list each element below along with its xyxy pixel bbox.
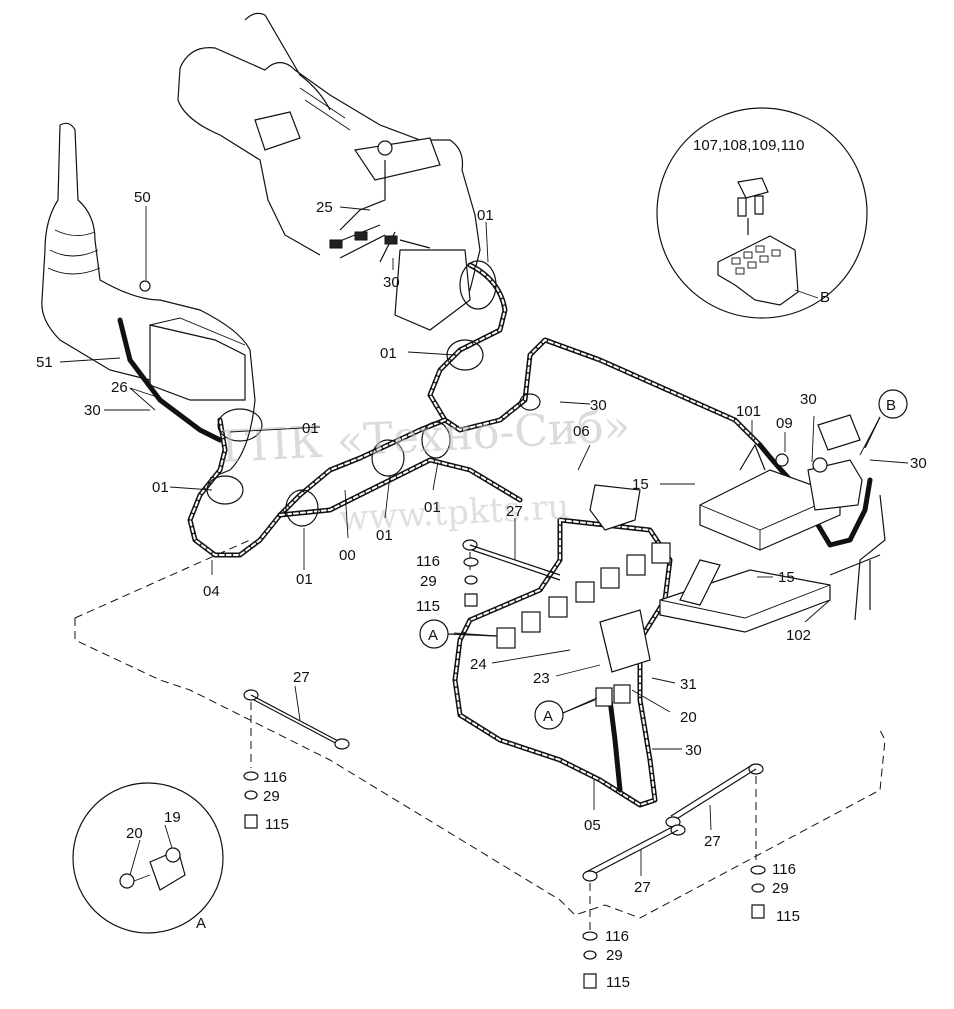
callout-51: 51 [36, 354, 53, 371]
callout-29-c: 29 [772, 880, 789, 897]
callout-27-a: 27 [506, 503, 523, 520]
ground-strap-27-bottom [582, 824, 686, 930]
callout-50: 50 [134, 189, 151, 206]
callout-01-c: 01 [302, 420, 319, 437]
hardware-set-right [750, 865, 766, 919]
callout-15-a: 15 [632, 476, 649, 493]
callout-30-b: 30 [84, 402, 101, 419]
callout-30-f: 30 [685, 742, 702, 759]
left-console [41, 122, 256, 479]
callout-101: 101 [736, 403, 761, 420]
callout-27-b: 27 [293, 669, 310, 686]
watermark-line-1: ГПК «Техно-Сиб» [220, 401, 632, 473]
callout-30-e: 30 [910, 455, 927, 472]
relay-bank [496, 542, 671, 649]
callout-116-d: 116 [605, 928, 629, 945]
callout-01-a: 01 [477, 207, 494, 224]
callout-04: 04 [203, 583, 220, 600]
cab-frame [829, 494, 886, 621]
callout-107-110: 107,108,109,110 [693, 137, 805, 154]
callout-19: 19 [164, 809, 181, 826]
callout-06: 06 [573, 423, 590, 440]
callout-116-a: 116 [416, 553, 440, 570]
callout-30-c: 30 [590, 397, 607, 414]
controller-102 [659, 559, 831, 633]
hardware-set-bottom [582, 931, 598, 989]
callout-116-c: 116 [772, 861, 796, 878]
callout-102: 102 [786, 627, 811, 644]
callout-29-b: 29 [263, 788, 280, 805]
ground-strap-27-upper [462, 539, 561, 581]
callout-27-c: 27 [704, 833, 721, 850]
marker-A-circle-2: A [543, 708, 553, 725]
callout-01-g: 01 [296, 571, 313, 588]
callout-24: 24 [470, 656, 487, 673]
controller-101 [699, 443, 841, 551]
callout-labels: 107,108,109,110 25 01 30 50 51 01 26 30 … [36, 137, 927, 991]
watermark-line-2: www.tpkts.ru [338, 487, 570, 539]
callout-01-b: 01 [380, 345, 397, 362]
hardware-set-left [243, 771, 259, 829]
callout-20-b: 20 [126, 825, 143, 842]
callout-25: 25 [316, 199, 333, 216]
callout-20-a: 20 [680, 709, 697, 726]
callout-30-a: 30 [383, 274, 400, 291]
callout-115-d: 115 [606, 974, 630, 991]
callout-115-b: 115 [265, 816, 289, 833]
marker-B-circle: B [886, 397, 896, 414]
callout-29-d: 29 [606, 947, 623, 964]
callout-26: 26 [111, 379, 128, 396]
fuse-box-B [775, 414, 863, 511]
callout-29-a: 29 [420, 573, 437, 590]
marker-B-detail: B [820, 289, 830, 306]
callout-00: 00 [339, 547, 356, 564]
detail-markers: B A A B A [196, 289, 908, 932]
callout-01-d: 01 [152, 479, 169, 496]
callout-05: 05 [584, 817, 601, 834]
marker-A-circle-1: A [428, 627, 438, 644]
callout-30-d: 30 [800, 391, 817, 408]
callout-15-b: 15 [778, 569, 795, 586]
leader-lines [59, 206, 909, 876]
bracket-06 [589, 484, 641, 531]
relay-A-lower [595, 684, 631, 707]
callout-01-e: 01 [424, 499, 441, 516]
right-console [177, 12, 481, 331]
marker-A-detail: A [196, 915, 206, 932]
callout-116-b: 116 [263, 769, 287, 786]
seat-harness [329, 160, 431, 263]
clamp-rings [206, 260, 541, 527]
detail-view-B [656, 107, 868, 319]
callout-01-f: 01 [376, 527, 393, 544]
hardware-set-upper [463, 557, 479, 607]
callout-31: 31 [680, 676, 697, 693]
ground-strap-27-right [665, 763, 764, 860]
box-23 [599, 609, 651, 673]
callout-23: 23 [533, 670, 550, 687]
callout-115-c: 115 [776, 908, 800, 925]
ground-strap-27-left [243, 689, 350, 768]
callout-09: 09 [776, 415, 793, 432]
callout-27-d: 27 [634, 879, 651, 896]
detail-view-A [72, 782, 224, 934]
callout-115-a: 115 [416, 598, 440, 615]
